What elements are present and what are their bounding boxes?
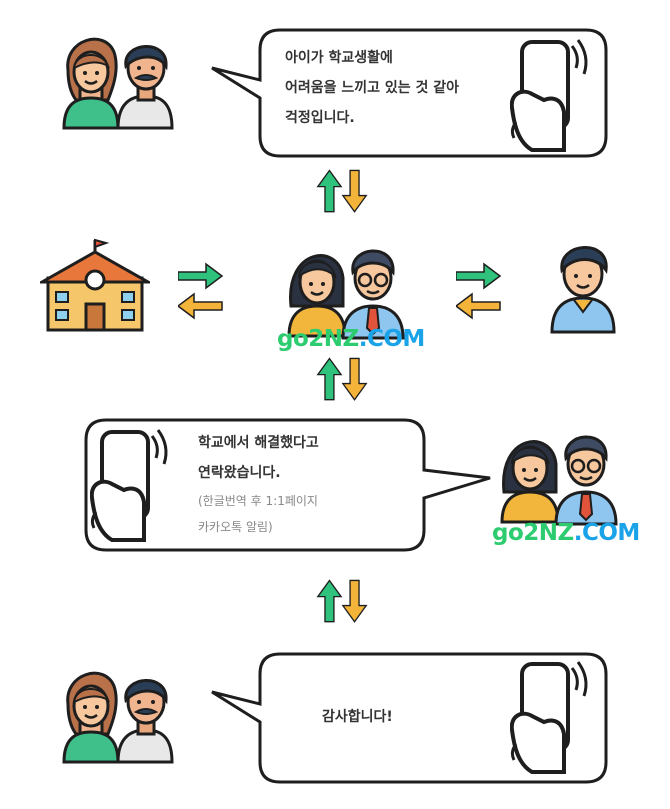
speech-bubble-top [211, 28, 608, 158]
arrow-icon [317, 169, 367, 213]
agents-icon [500, 435, 618, 526]
bubble-middle-note1: (한글번역 후 1:1페이지 [198, 494, 318, 508]
parents-icon [62, 37, 174, 130]
logo: go2NZ.COM [277, 326, 425, 352]
bubble-top-line3: 걱정입니다. [285, 110, 355, 126]
logo: go2NZ.COM [492, 520, 640, 546]
bubble-middle-line2: 연락왔습니다. [198, 465, 281, 481]
arrow-icon [456, 263, 501, 319]
speech-bubble-bottom [211, 652, 608, 784]
bubble-middle-note2: 카카오톡 알림) [198, 520, 273, 534]
parents-icon [62, 671, 174, 764]
phone-hand-icon [90, 428, 168, 542]
agents-icon [287, 249, 405, 340]
arrow-icon [178, 263, 223, 319]
logo-part1: go2NZ [492, 520, 574, 546]
student-icon [550, 246, 616, 334]
bubble-middle-line1: 학교에서 해결했다고 [198, 435, 319, 451]
logo-part2: .COM [358, 326, 426, 352]
arrow-icon [317, 357, 367, 401]
logo-part2: .COM [573, 520, 641, 546]
bubble-bottom-line1: 감사합니다! [322, 709, 393, 725]
phone-hand-icon [510, 660, 588, 774]
speech-bubble-middle [84, 418, 491, 552]
school-icon [40, 238, 150, 332]
bubble-top-line1: 아이가 학교생활에 [285, 50, 393, 66]
arrow-icon [317, 579, 367, 623]
bubble-top-line2: 어려움을 느끼고 있는 것 같아 [285, 80, 460, 96]
logo-part1: go2NZ [277, 326, 359, 352]
